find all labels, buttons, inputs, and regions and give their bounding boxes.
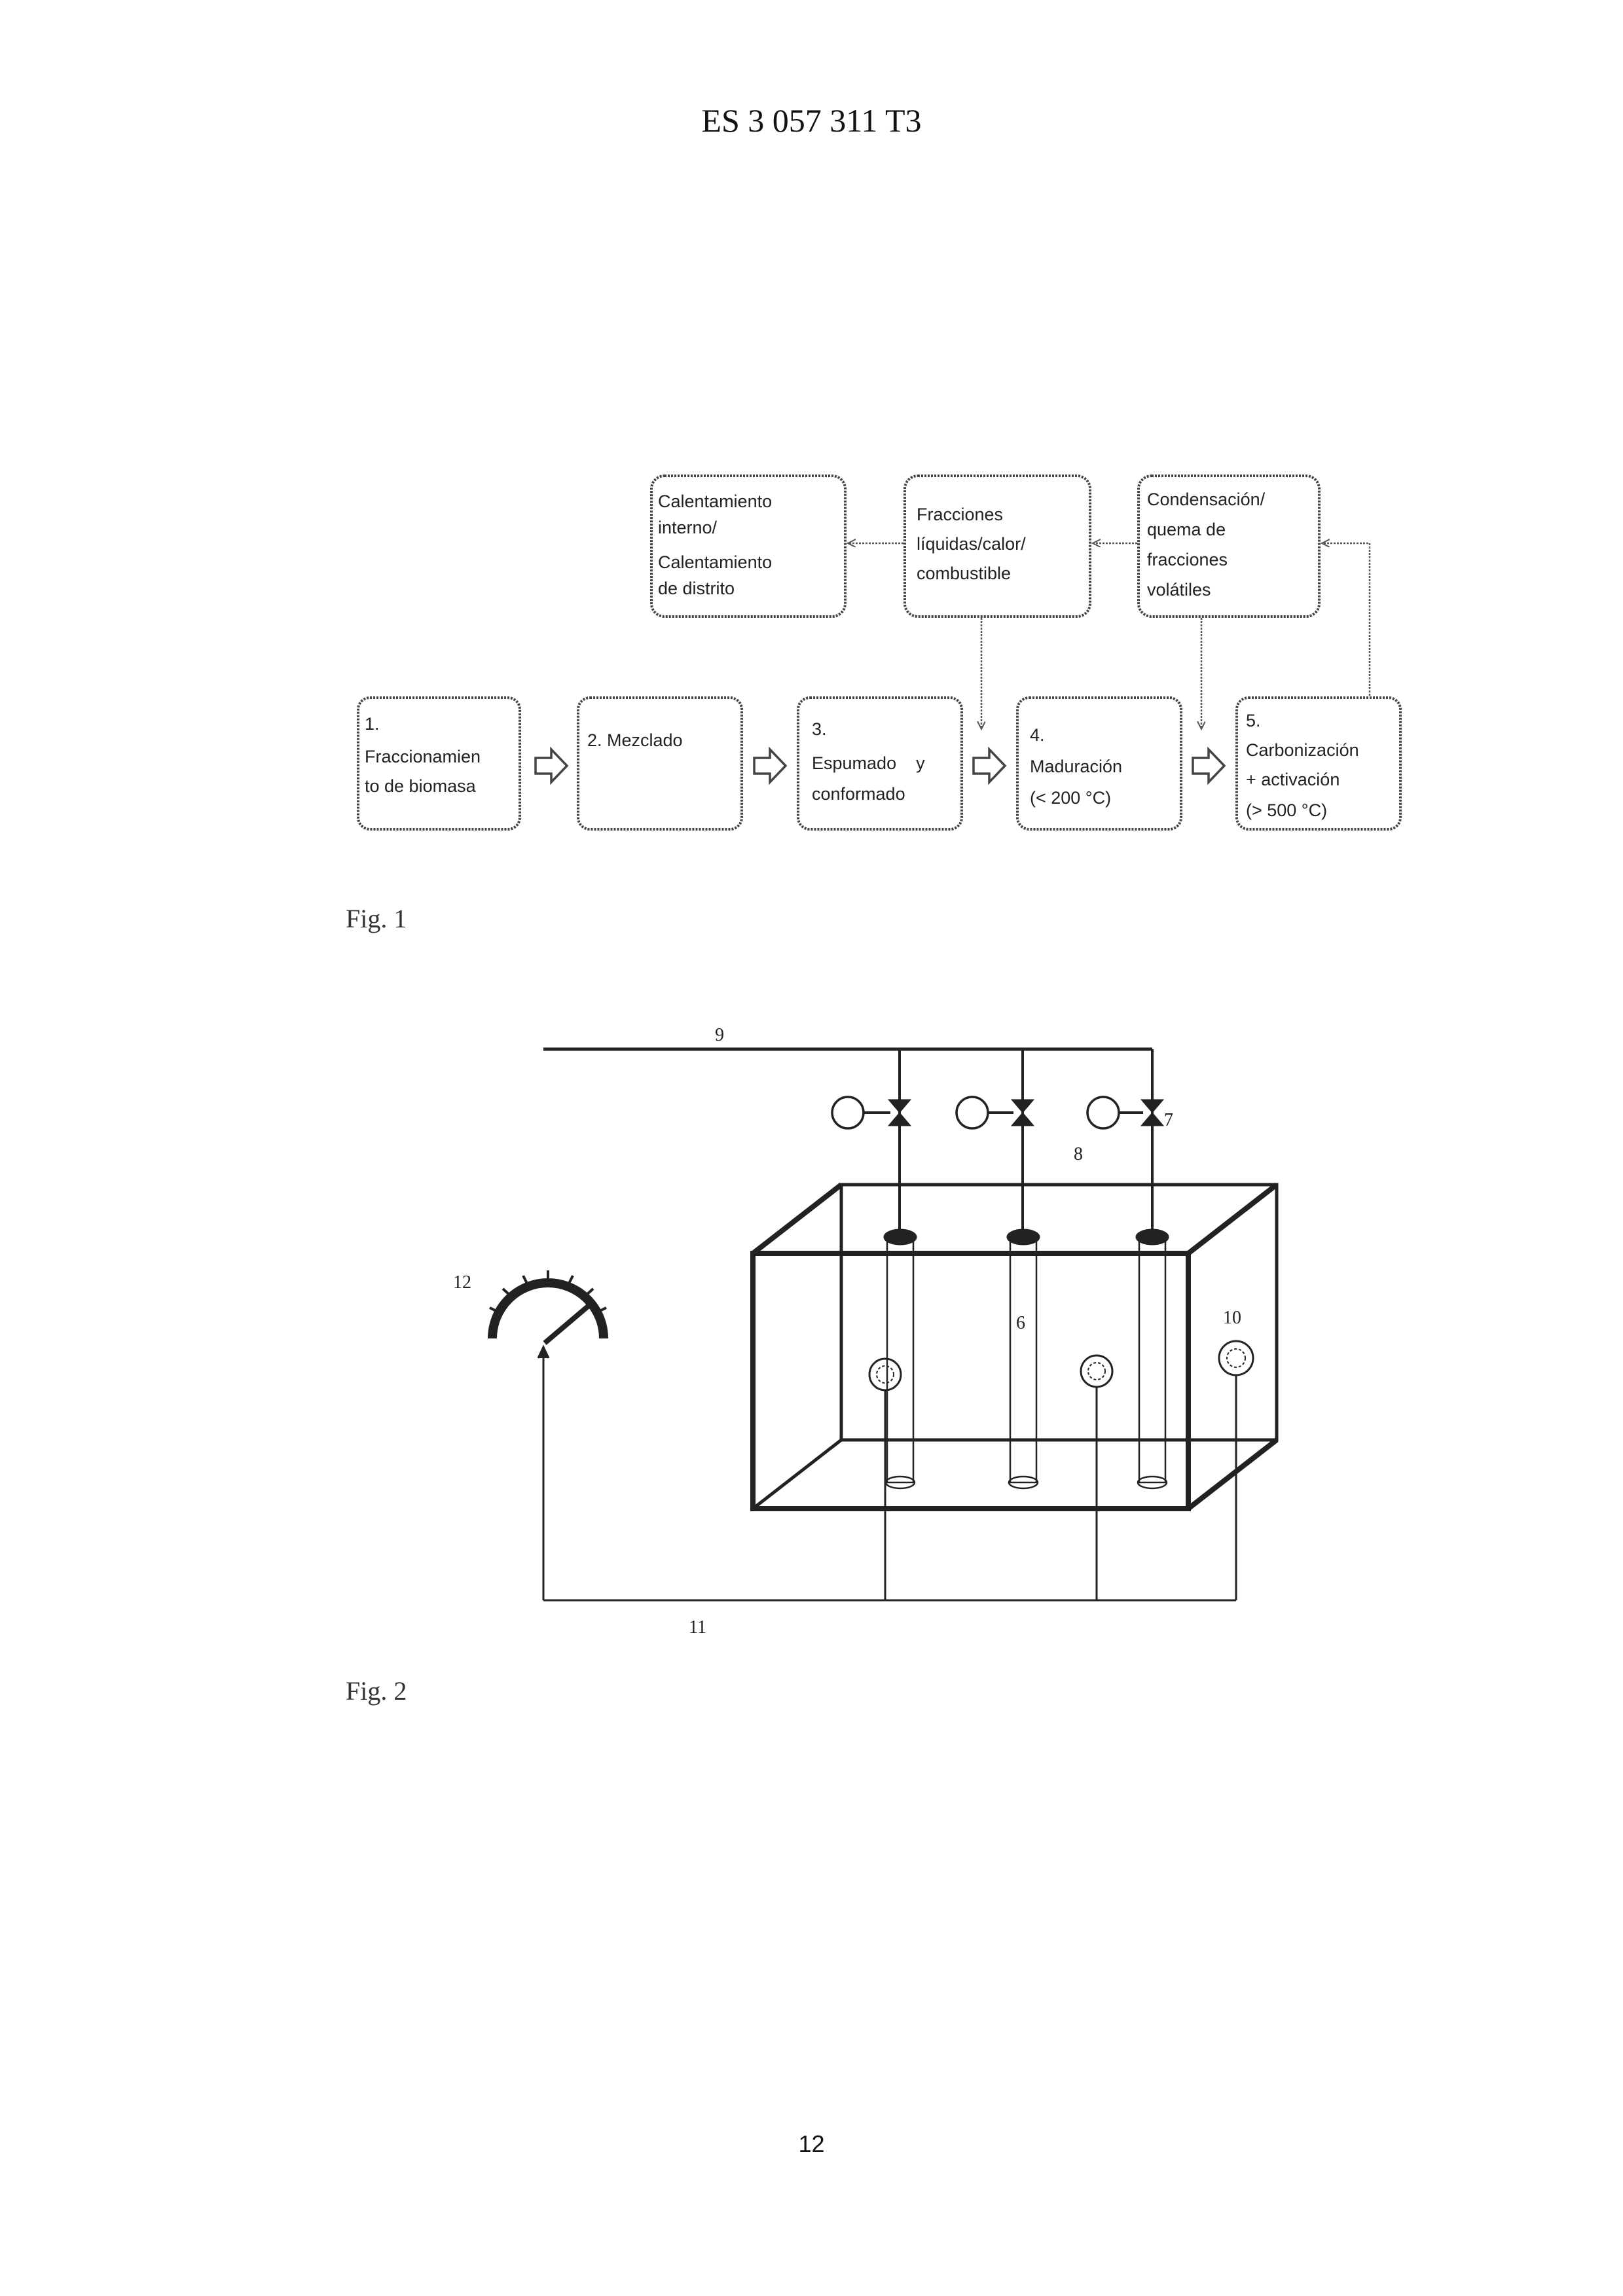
flow-arrow-4-5 [1193,749,1224,782]
top-box-fracciones: Fracciones líquidas/calor/ combustible [905,476,1090,617]
top-box-1-line-1: Calentamiento [658,492,772,511]
label-valve: 7 [1164,1110,1173,1130]
label-tube: 6 [1016,1313,1025,1333]
valve-branch-1 [832,1049,911,1230]
step-4-box: 4. Maduración (< 200 °C) [1017,698,1181,829]
step-3-line-3: conformado [812,784,905,804]
top-box-3-line-1: Condensación/ [1147,490,1266,509]
figure-1-caption: Fig. 1 [346,903,407,934]
top-box-2-line-2: líquidas/calor/ [917,534,1026,554]
sensor-icon [1081,1355,1112,1387]
valve-actuator-icon [832,1097,864,1128]
step-1-line-3: to de biomasa [365,776,477,796]
step-1-line-2: Fraccionamien [365,747,481,766]
top-box-2-line-3: combustible [917,564,1011,583]
valve-actuator-icon [1087,1097,1119,1128]
step-5-line-4: (> 500 °C) [1246,800,1327,820]
gauge-icon [490,1270,606,1343]
valve-branch-2 [957,1049,1034,1230]
figure-2-apparatus [490,1049,1277,1600]
label-header-pipe: 9 [715,1025,724,1045]
figure-2-caption: Fig. 2 [346,1676,407,1706]
valve-actuator-icon [957,1097,988,1128]
top-box-2-line-1: Fracciones [917,505,1003,524]
flow-arrow-2-3 [754,749,786,782]
arrow-step5-to-condensacion [1322,543,1370,696]
step-5-box: 5. Carbonización + activación (> 500 °C) [1237,698,1400,829]
step-2-box: 2. Mezclado [578,698,742,829]
step-4-line-2: Maduración [1030,757,1122,776]
step-1-box: 1. Fraccionamien to de biomasa [358,698,520,829]
step-5-line-2: Carbonización [1246,740,1359,760]
sensor-icon [1219,1341,1253,1375]
step-4-line-3: (< 200 °C) [1030,788,1111,808]
top-box-3-line-4: volátiles [1147,580,1211,600]
top-box-condensacion: Condensación/ quema de fracciones voláti… [1139,476,1319,617]
top-box-1-line-3: Calentamiento [658,552,772,572]
step-5-line-3: + activación [1246,770,1340,789]
top-box-1-line-4: de distrito [658,579,735,598]
label-valve-actuator: 8 [1074,1144,1083,1164]
top-box-calentamiento: Calentamiento interno/ Calentamiento de … [651,476,845,617]
top-box-3-line-2: quema de [1147,520,1226,539]
tube-2 [1007,1229,1040,1488]
step-3-box: 3. Espumado y conformado [798,698,962,829]
top-box-1-line-2: interno/ [658,518,718,537]
label-signal-line: 11 [689,1617,706,1638]
step-5-line-1: 5. [1246,711,1261,730]
step-3-line-2: Espumado y [812,753,925,773]
tube-3 [1136,1229,1169,1488]
flow-arrow-1-2 [536,749,567,782]
label-sensor: 10 [1223,1308,1241,1328]
flow-arrow-3-4 [974,749,1005,782]
step-1-line-1: 1. [365,714,380,734]
page-number: 12 [0,2130,1623,2158]
top-box-3-line-3: fracciones [1147,550,1228,569]
valve-branch-3 [1087,1049,1163,1230]
sensor-icon [869,1359,901,1390]
label-gauge: 12 [453,1272,471,1293]
step-4-line-1: 4. [1030,725,1045,745]
step-2-line-1: 2. Mezclado [587,730,683,750]
step-3-line-1: 3. [812,719,827,739]
